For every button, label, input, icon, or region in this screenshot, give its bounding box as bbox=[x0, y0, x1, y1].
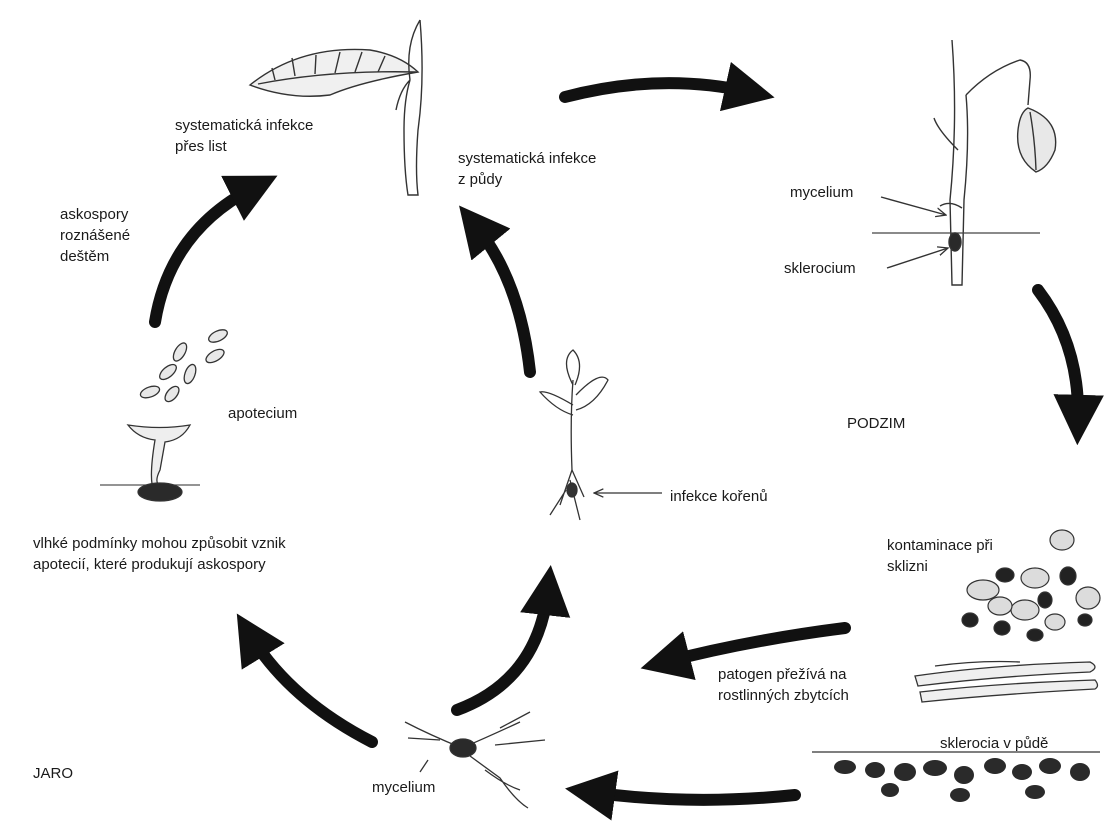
label-humid-conditions: vlhké podmínky mohou způsobit vznik apot… bbox=[33, 535, 286, 573]
plant-debris-icon bbox=[914, 660, 1099, 703]
label-mycelium-stem: mycelium bbox=[790, 184, 854, 201]
label-apothecium: apotecium bbox=[228, 405, 298, 422]
cycle-arrow-icon bbox=[236, 613, 378, 748]
soil-sclerotia-icon bbox=[812, 751, 1100, 802]
label-harvest-contamination: kontaminace při sklizni bbox=[887, 537, 993, 575]
label-spring: JARO bbox=[33, 765, 74, 782]
apothecium-icon bbox=[100, 329, 228, 502]
cycle-arrow-icon bbox=[149, 175, 278, 328]
leaf-stem-icon bbox=[248, 19, 423, 196]
cycle-arrow-icon bbox=[459, 205, 536, 378]
label-residue-survival: patogen přežívá na rostlinných zbytcích bbox=[718, 666, 849, 704]
label-leaf-infection: systematická infekce přes list bbox=[175, 117, 314, 155]
seedling-icon bbox=[538, 349, 662, 521]
label-soil-sclerotia: sklerocia v půdě bbox=[940, 735, 1049, 752]
cycle-arrow-icon bbox=[451, 564, 571, 716]
label-autumn: PODZIM bbox=[847, 415, 906, 432]
label-root-infection: infekce kořenů bbox=[670, 488, 768, 505]
cycle-arrow-icon bbox=[640, 622, 851, 681]
cycle-arrow-icon bbox=[1032, 284, 1104, 446]
seeds-icon bbox=[961, 529, 1101, 642]
cycle-arrow-icon bbox=[559, 61, 775, 112]
label-mycelium-bottom: mycelium bbox=[372, 779, 436, 796]
label-sclerocium-stem: sklerocium bbox=[784, 260, 856, 277]
label-ascospores: askospory roznášené deštěm bbox=[60, 206, 131, 265]
mycelium-icon bbox=[404, 711, 546, 809]
label-soil-infection: systematická infekce z půdy bbox=[458, 150, 597, 188]
diseased-stem-icon bbox=[872, 39, 1057, 286]
cycle-arrow-icon bbox=[565, 770, 801, 821]
